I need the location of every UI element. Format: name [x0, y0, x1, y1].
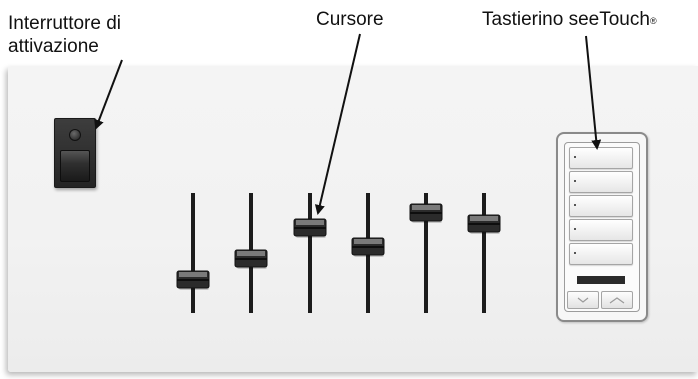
button-indicator-icon [574, 180, 576, 182]
fader-4[interactable] [351, 193, 385, 313]
button-indicator-icon [574, 252, 576, 254]
callout-switch-line1: Interruttore di [8, 13, 121, 34]
fader-knob[interactable] [234, 249, 268, 269]
fader-knob[interactable] [467, 214, 501, 234]
seetouch-keypad [556, 132, 648, 322]
activation-switch[interactable] [54, 118, 96, 188]
ir-receiver-window [577, 276, 625, 284]
callout-keypad: Tastierino seeTouch® [482, 8, 657, 33]
fader-track [308, 193, 312, 313]
fader-track [424, 193, 428, 313]
callout-slider: Cursore [316, 9, 384, 30]
fader-3[interactable] [293, 193, 327, 313]
fader-knob[interactable] [176, 270, 210, 290]
button-indicator-icon [574, 156, 576, 158]
keypad-button-5[interactable] [569, 243, 633, 265]
keypad-button-4[interactable] [569, 219, 633, 241]
fader-5[interactable] [409, 193, 443, 313]
fader-knob[interactable] [293, 218, 327, 238]
callout-switch-line2: attivazione [8, 36, 99, 57]
fader-track [191, 193, 195, 313]
fader-knob[interactable] [351, 237, 385, 257]
keypad-faceplate [564, 142, 640, 312]
fader-1[interactable] [176, 193, 210, 313]
control-panel [8, 66, 698, 372]
chevron-up-icon [609, 297, 625, 304]
callout-activation-switch: Interruttore di attivazione [8, 12, 121, 58]
button-indicator-icon [574, 204, 576, 206]
lower-button[interactable] [567, 291, 599, 309]
registered-mark: ® [649, 16, 657, 26]
status-led-icon [69, 129, 81, 141]
keypad-button-2[interactable] [569, 171, 633, 193]
fader-6[interactable] [467, 193, 501, 313]
fader-2[interactable] [234, 193, 268, 313]
fader-knob[interactable] [409, 203, 443, 223]
fader-track [482, 193, 486, 313]
chevron-down-icon [577, 297, 589, 303]
callout-keypad-name: Tastierino seeTouch [482, 9, 650, 30]
rocker-toggle[interactable] [60, 150, 90, 182]
raise-button[interactable] [601, 291, 633, 309]
button-indicator-icon [574, 228, 576, 230]
keypad-button-3[interactable] [569, 195, 633, 217]
